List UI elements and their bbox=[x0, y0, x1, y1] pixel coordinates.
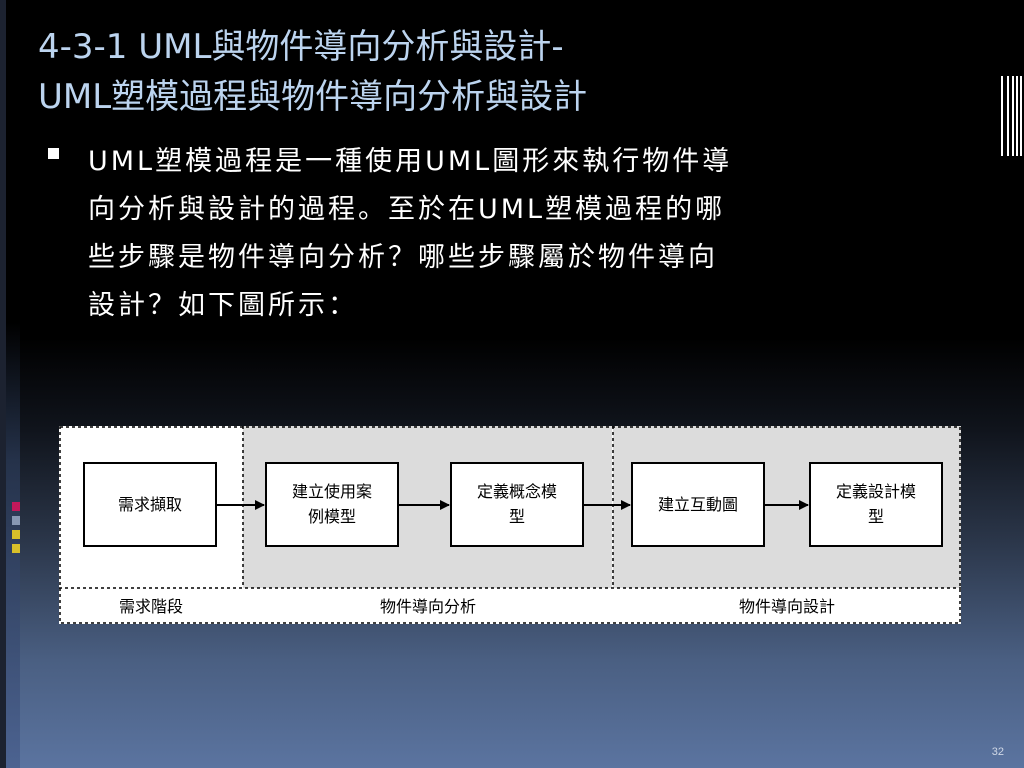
slide-title: 4-3-1 UML與物件導向分析與設計- UML塑模過程與物件導向分析與設計 bbox=[38, 22, 938, 122]
process-box-define-design-model: 定義設計模 型 bbox=[809, 462, 943, 547]
process-box-label: 型 bbox=[868, 507, 884, 526]
bullet-text: UML塑模過程是一種使用UML圖形來執行物件導 向分析與設計的過程。至於在UML… bbox=[88, 138, 988, 330]
phase-label-ooa: 物件導向分析 bbox=[380, 597, 476, 616]
accent-color-marks bbox=[12, 502, 20, 558]
process-box-label: 型 bbox=[509, 507, 525, 526]
process-box-build-interaction-diagram: 建立互動圖 bbox=[631, 462, 765, 547]
slide-title-line-1: 4-3-1 UML與物件導向分析與設計- bbox=[38, 27, 564, 67]
process-box-capture-requirements: 需求擷取 bbox=[83, 462, 217, 547]
bullet-line: 設計？如下圖所示： bbox=[88, 290, 358, 321]
phase-label-requirements: 需求階段 bbox=[119, 597, 183, 616]
process-box-label: 定義概念模 bbox=[477, 482, 557, 501]
bullet-line: 些步驟是物件導向分析？哪些步驟屬於物件導向 bbox=[88, 242, 718, 273]
bullet-line: 向分析與設計的過程。至於在UML塑模過程的哪 bbox=[88, 194, 726, 225]
process-box-label: 定義設計模 bbox=[836, 482, 916, 501]
process-box-define-concept-model: 定義概念模 型 bbox=[450, 462, 584, 547]
edge-stripes-decoration bbox=[1001, 76, 1023, 156]
diagram-frame bbox=[59, 426, 961, 624]
process-box-label: 需求擷取 bbox=[118, 495, 182, 514]
slide-title-line-2: UML塑模過程與物件導向分析與設計 bbox=[38, 77, 588, 117]
phase-label-ood: 物件導向設計 bbox=[739, 597, 835, 616]
bullet-line: UML塑模過程是一種使用UML圖形來執行物件導 bbox=[88, 146, 733, 177]
uml-process-diagram: 需求擷取 建立使用案 例模型 定義概念模 型 建立互動圖 定義設計模 型 需求階… bbox=[59, 426, 961, 624]
process-box-label: 建立使用案 bbox=[292, 482, 372, 501]
process-box-label: 建立互動圖 bbox=[658, 495, 738, 514]
square-bullet-icon bbox=[48, 148, 59, 159]
page-number: 32 bbox=[991, 746, 1004, 758]
process-box-label: 例模型 bbox=[308, 507, 356, 526]
bullet-item: UML塑模過程是一種使用UML圖形來執行物件導 向分析與設計的過程。至於在UML… bbox=[48, 138, 988, 330]
left-decorative-rule bbox=[0, 0, 20, 768]
process-box-build-use-case-model: 建立使用案 例模型 bbox=[265, 462, 399, 547]
